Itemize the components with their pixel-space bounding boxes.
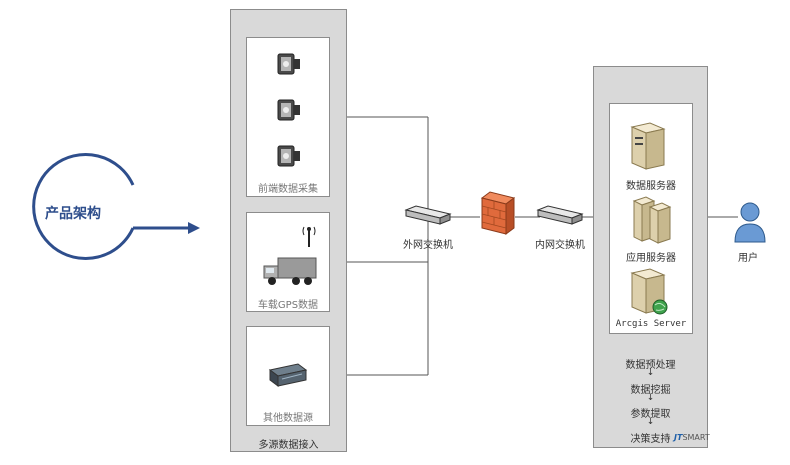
- title-arc: [32, 153, 135, 260]
- process-step-extract: 参数提取: [630, 409, 671, 420]
- user-label: 用户: [738, 253, 758, 264]
- truck-icon: [262, 256, 318, 292]
- camera-icon: [276, 140, 302, 174]
- vehicle-gps-label: 车载GPS数据: [257, 300, 319, 311]
- process-step-decision: 决策支持: [630, 434, 671, 445]
- arcgis-label: Arcgis Server: [615, 319, 687, 329]
- front-end-label: 前端数据采集: [258, 184, 318, 195]
- process-arrow: ↓: [646, 368, 655, 378]
- other-source-label: 其他数据源: [263, 413, 313, 424]
- inner-switch-label: 内网交换机: [535, 240, 585, 251]
- app-server-label: 应用服务器: [626, 253, 676, 264]
- outer-switch-label: 外网交换机: [403, 240, 453, 251]
- user-icon: [732, 200, 768, 248]
- firewall-icon: [480, 190, 516, 240]
- antenna-icon: [302, 225, 316, 253]
- multi-source-label: 多源数据接入: [258, 440, 319, 451]
- process-step-preprocess: 数据预处理: [625, 360, 676, 371]
- brand-jt: JT: [674, 433, 683, 442]
- outer-switch-icon: [404, 204, 452, 230]
- data-server-icon: [628, 121, 668, 175]
- app-server-icon: [632, 195, 672, 249]
- process-arrow: ↓: [646, 393, 655, 403]
- process-arrow: ↓: [646, 417, 655, 427]
- brand-logo: JTSMART: [674, 433, 710, 442]
- storage-icon: [268, 362, 308, 392]
- camera-icon: [276, 94, 302, 128]
- brand-smart: SMART: [682, 433, 710, 442]
- page-title: 产品架构: [45, 206, 101, 222]
- title-arrow-head: [188, 222, 200, 234]
- data-server-label: 数据服务器: [626, 181, 676, 192]
- arcgis-server-icon: [628, 267, 670, 321]
- camera-icon: [276, 48, 302, 82]
- inner-switch-icon: [536, 204, 584, 230]
- process-step-mining: 数据挖掘: [630, 385, 671, 396]
